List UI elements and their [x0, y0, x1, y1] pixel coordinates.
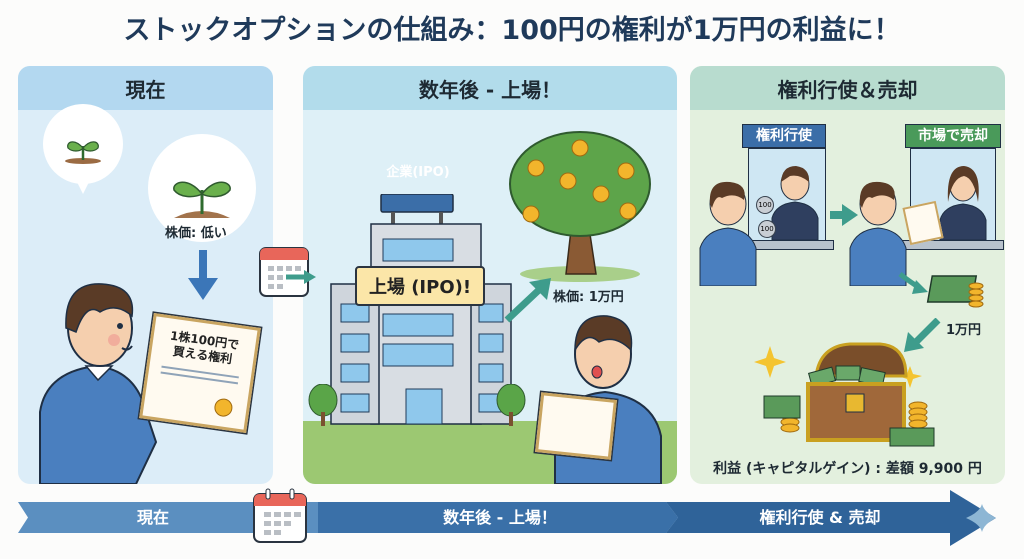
- exercise-window-sign: 権利行使: [742, 124, 826, 148]
- company-sign: 企業(IPO): [386, 165, 450, 180]
- arrow-right-icon: [830, 204, 858, 226]
- tree-icon: [496, 384, 526, 426]
- sell-window-sign: 市場で売却: [905, 124, 1001, 148]
- calendar-icon: [259, 247, 316, 297]
- ipo-banner: 上場 (IPO)!: [355, 266, 485, 306]
- certificate-icon: 1株100円で 買える権利: [139, 313, 261, 433]
- coin-icon: 100: [758, 220, 776, 238]
- tree-icon: [308, 384, 338, 426]
- arrow-down-icon: [188, 250, 218, 300]
- clerk-icon: [939, 166, 987, 240]
- sprout-large-icon: [148, 134, 256, 242]
- stock-price-high-label: 株価: 1万円: [553, 290, 624, 305]
- stock-price-low-label: 株価: 低い: [165, 226, 227, 241]
- timeline-stage-present: 現在: [136, 508, 169, 527]
- timeline-stage-ipo: 数年後 - 上場！: [443, 508, 557, 527]
- arrow-head-icon: [950, 490, 996, 546]
- building-icon: [330, 194, 512, 425]
- person-icon: [699, 181, 757, 286]
- panel-header: 権利行使＆売却: [690, 66, 1005, 110]
- person-icon: [39, 283, 158, 484]
- treasure-chest-icon: [754, 342, 935, 447]
- page-title: ストックオプションの仕組み：100円の権利が1万円の利益に！: [123, 15, 901, 46]
- timeline-arrow: [18, 502, 958, 533]
- coin-icon: 100: [756, 196, 774, 214]
- arrow-down-left-icon: [904, 318, 941, 352]
- cash-stack-icon: [898, 272, 984, 308]
- profit-label: 利益 (キャピタルゲイン) : 差額 9,900 円: [713, 461, 982, 477]
- seal-icon: [213, 397, 234, 418]
- sprout-icon: [43, 104, 123, 194]
- certificate-icon: [535, 392, 617, 460]
- arrow-up-icon: [504, 278, 551, 323]
- panel-header: 現在: [18, 66, 273, 110]
- panel-ipo: 数年後 - 上場！ 企業(IPO) 上場 (IPO)! 株価: 1万円: [303, 66, 677, 484]
- panel-present: 現在 株価: 低い 1株100円で 買える権利: [18, 66, 273, 484]
- person-icon: [849, 181, 907, 286]
- money-tree-icon: [509, 131, 651, 282]
- timeline-stage-exercise: 権利行使 & 売却: [759, 508, 881, 527]
- clerk-icon: [771, 166, 819, 240]
- proceeds-label: 1万円: [946, 323, 982, 338]
- panel-exercise-sell: 権利行使＆売却 権利行使 市場で売却 100 100 1万円 利益 (キャピタル…: [690, 66, 1005, 484]
- calendar-icon: [253, 488, 307, 543]
- panel-header: 数年後 - 上場！: [303, 66, 677, 110]
